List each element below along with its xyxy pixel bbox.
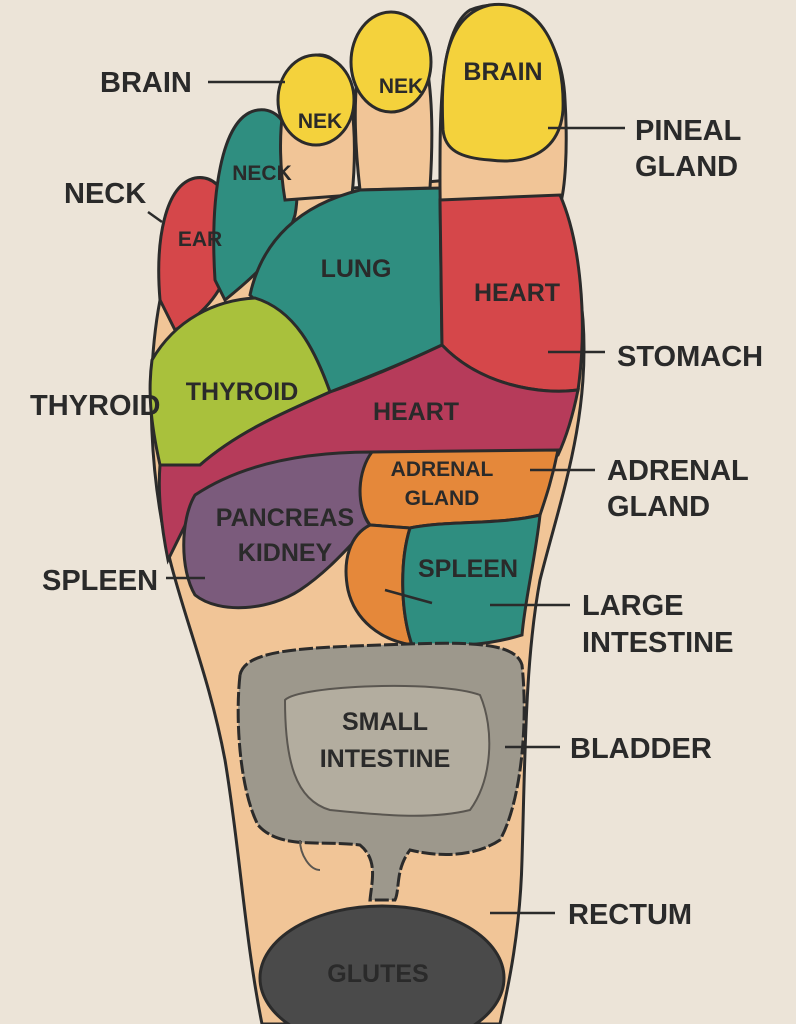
label-spleen-inner: SPLEEN — [418, 555, 518, 583]
region-pancreas-kidney — [182, 450, 375, 610]
label-bladder: BLADDER — [570, 733, 712, 765]
label-rectum: RECTUM — [568, 899, 692, 931]
label-lung: LUNG — [321, 255, 392, 283]
label-spleen-outer: SPLEEN — [42, 565, 158, 597]
label-heart-upper: HEART — [474, 279, 560, 307]
label-pineal-line2: GLAND — [635, 151, 738, 183]
region-spleen — [401, 513, 542, 648]
label-brain-outer: BRAIN — [100, 67, 192, 99]
label-adrenal-inner-line2: GLAND — [405, 487, 480, 510]
label-fifth-toe-ear: EAR — [178, 228, 222, 251]
toe-big — [438, 2, 568, 207]
label-neck-outer: NECK — [64, 178, 146, 210]
label-big-toe-brain: BRAIN — [463, 58, 542, 86]
toe-third — [276, 53, 356, 202]
toe-second — [349, 10, 434, 192]
label-second-toe-nek: NEK — [379, 75, 423, 98]
label-pancreas: PANCREAS — [216, 504, 354, 532]
label-thyroid-outer: THYROID — [30, 390, 161, 422]
label-pineal-line1: PINEAL — [635, 115, 741, 147]
label-small-intestine-line2: INTESTINE — [320, 745, 451, 773]
label-adrenal-inner-line1: ADRENAL — [391, 458, 494, 481]
label-fourth-toe-neck: NECK — [232, 162, 292, 185]
label-adrenal-outer-line1: ADRENAL — [607, 455, 749, 487]
label-large-intestine-line1: LARGE — [582, 590, 684, 622]
label-adrenal-outer-line2: GLAND — [607, 491, 710, 523]
label-large-intestine-line2: INTESTINE — [582, 627, 733, 659]
label-heart-band: HEART — [373, 398, 459, 426]
region-glutes — [258, 904, 506, 1024]
label-kidney: KIDNEY — [238, 539, 333, 567]
label-small-intestine-line1: SMALL — [342, 708, 428, 736]
region-small-intestine — [236, 641, 526, 902]
label-glutes: GLUTES — [327, 960, 428, 988]
label-third-toe-nek: NEK — [298, 110, 342, 133]
label-stomach: STOMACH — [617, 341, 763, 373]
label-thyroid-inner: THYROID — [186, 378, 299, 406]
leader-lines — [147, 80, 625, 915]
